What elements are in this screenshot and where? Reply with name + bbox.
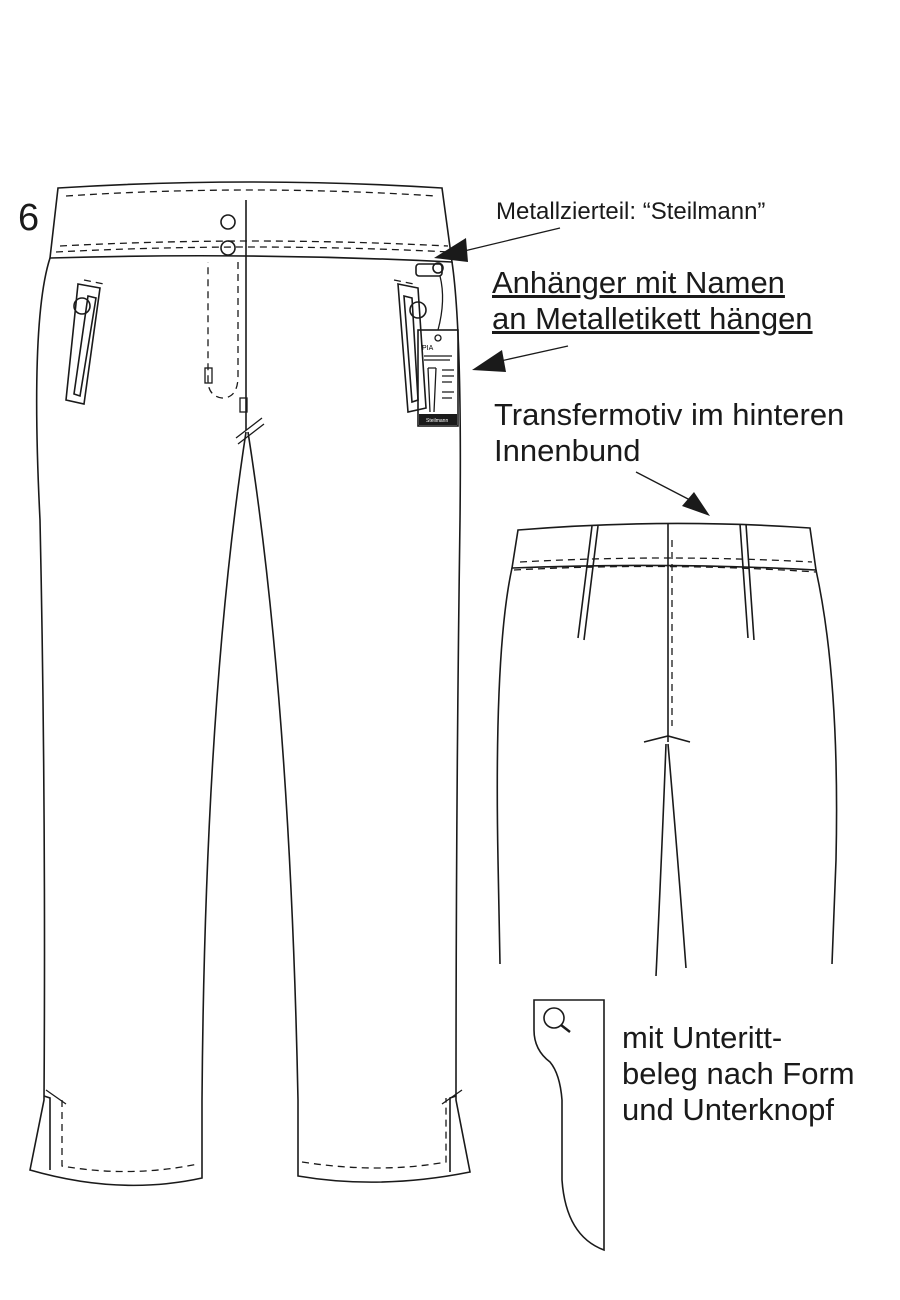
arrow-icon xyxy=(434,238,468,262)
front-waistband xyxy=(49,181,453,263)
magnifier-icon xyxy=(543,1007,571,1033)
hang-tag-label: Anhänger mit Namen an Metalletikett häng… xyxy=(492,265,813,337)
left-welt-pocket xyxy=(65,279,105,405)
transfer-motif-label: Transfermotiv im hinteren Innenbund xyxy=(494,397,844,469)
hang-tag-name: PIA xyxy=(422,345,434,352)
hang-tag: PIA Steilmann xyxy=(417,329,459,427)
metal-part-label: Metallzierteil: “Steilmann” xyxy=(496,198,766,225)
transfer-label-line2: Innenbund xyxy=(494,433,641,468)
back-waistband xyxy=(511,522,817,571)
button-icon xyxy=(220,214,236,230)
front-right-leg-outline xyxy=(247,261,471,1183)
button-icon xyxy=(220,240,236,256)
hang-tag-label-line2: an Metalletikett hängen xyxy=(492,301,813,336)
back-view xyxy=(496,471,838,977)
underlap-label: mit Unteritt- beleg nach Form und Unterk… xyxy=(622,1020,855,1128)
transfer-label-line1: Transfermotiv im hinteren xyxy=(494,397,845,432)
arrow-icon xyxy=(682,492,710,516)
figure-number: 6 xyxy=(18,197,40,239)
hang-tag-brand: Steilmann xyxy=(426,418,448,424)
front-hem xyxy=(43,1089,463,1173)
metal-decoration xyxy=(415,262,444,331)
fly-stitching xyxy=(207,262,239,399)
underlap-piece xyxy=(533,999,605,1252)
underlap-label-line2: beleg nach Form xyxy=(622,1056,855,1091)
underlap-label-line1: mit Unteritt- xyxy=(622,1020,783,1055)
arrow-icon xyxy=(472,350,506,372)
hang-tag-label-line1: Anhänger mit Namen xyxy=(492,265,785,300)
front-view: PIA Steilmann xyxy=(29,181,569,1187)
leader-arrows xyxy=(434,227,569,372)
front-left-leg-outline xyxy=(29,257,247,1187)
underlap-label-line3: und Unterknopf xyxy=(622,1092,834,1127)
